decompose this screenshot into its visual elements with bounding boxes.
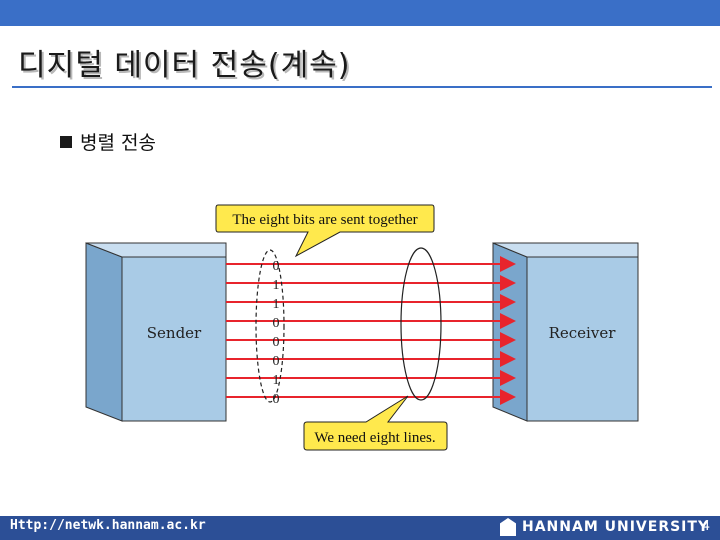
receiver-box: Receiver xyxy=(492,242,639,422)
callout-bottom-text: We need eight lines. xyxy=(314,430,435,446)
sender-label: Sender xyxy=(147,324,202,342)
callout-top-text: The eight bits are sent together xyxy=(232,212,417,228)
bit-value: 0 xyxy=(273,392,280,407)
university-logo-icon xyxy=(500,518,516,536)
square-bullet-icon xyxy=(60,135,72,148)
arrowhead-icon xyxy=(500,294,516,310)
bit-value: 0 xyxy=(273,354,280,369)
sender-box: Sender xyxy=(85,242,227,422)
footer-url: Http://netwk.hannam.ac.kr xyxy=(10,518,206,533)
callout-top: The eight bits are sent together xyxy=(215,204,435,258)
university-name: HANNAM UNIVERSITY xyxy=(522,519,710,535)
slide-title: 디지털 데이터 전송(계속) xyxy=(18,48,351,83)
bit-values: 0 1 1 0 0 0 1 0 xyxy=(273,259,280,407)
lines-group-ellipse xyxy=(400,247,442,401)
bit-value: 0 xyxy=(273,259,280,274)
arrowhead-icon xyxy=(500,332,516,348)
transmission-lines xyxy=(226,256,516,405)
bit-value: 1 xyxy=(273,297,280,312)
receiver-label: Receiver xyxy=(549,324,617,342)
bit-value: 1 xyxy=(273,373,280,388)
arrowhead-icon xyxy=(500,351,516,367)
bullet-text: 병렬 전송 xyxy=(80,132,156,154)
top-bar xyxy=(0,0,720,26)
title-divider xyxy=(12,86,712,88)
bit-value: 1 xyxy=(273,278,280,293)
bit-value: 0 xyxy=(273,335,280,350)
bit-value: 0 xyxy=(273,316,280,331)
arrowhead-icon xyxy=(500,370,516,386)
arrowhead-icon xyxy=(500,313,516,329)
arrowhead-icon xyxy=(500,275,516,291)
arrowhead-icon xyxy=(500,256,516,272)
university-brand: HANNAM UNIVERSITY xyxy=(500,518,709,536)
footer-bar: Http://netwk.hannam.ac.kr HANNAM UNIVERS… xyxy=(0,516,720,540)
bullet-item: 병렬 전송 xyxy=(60,128,156,155)
bits-group-ellipse xyxy=(255,249,285,403)
callout-bottom: We need eight lines. xyxy=(303,395,448,451)
arrowhead-icon xyxy=(500,389,516,405)
page-number: 4 xyxy=(701,519,710,534)
